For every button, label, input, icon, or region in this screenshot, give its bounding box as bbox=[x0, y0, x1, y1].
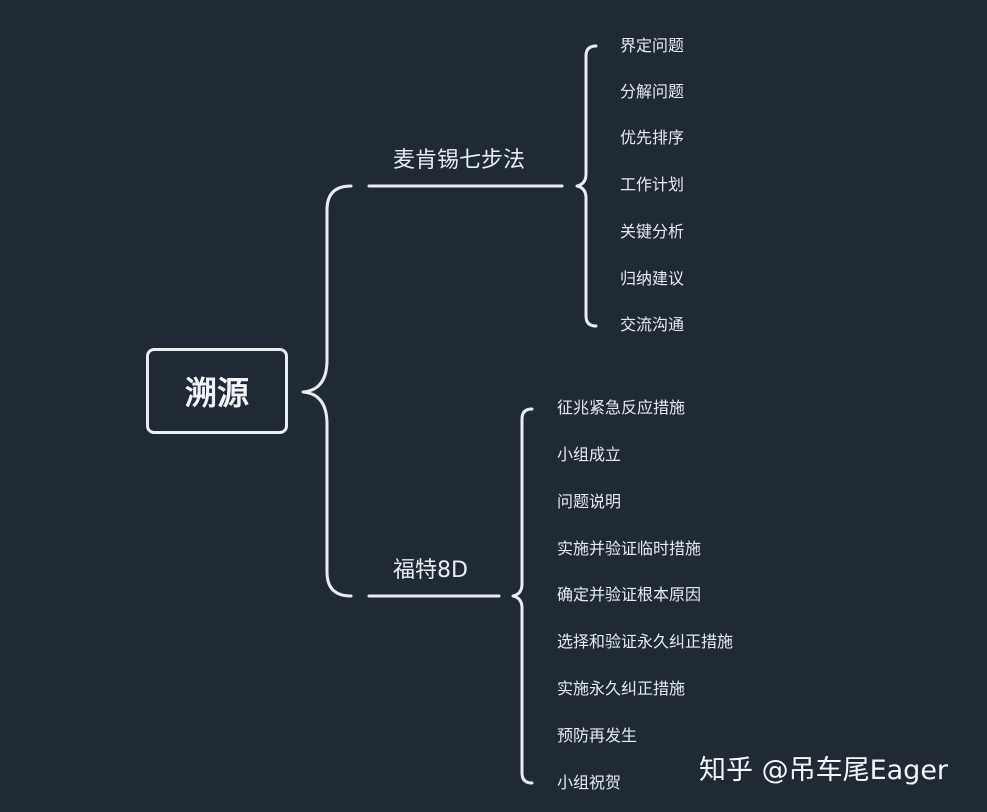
leaf-ford8d-7: 实施永久纠正措施 bbox=[557, 679, 686, 698]
leaf-ford8d-2: 小组成立 bbox=[557, 445, 622, 464]
leaf-mckinsey-5: 关键分析 bbox=[620, 222, 685, 241]
leaf-ford8d-5: 确定并验证根本原因 bbox=[557, 585, 702, 604]
branch-label-mckinsey: 麦肯锡七步法 bbox=[393, 148, 526, 173]
leaf-mckinsey-3: 优先排序 bbox=[620, 128, 685, 147]
ford8d-brace bbox=[511, 407, 534, 785]
root-brace bbox=[301, 184, 353, 598]
leaf-ford8d-1: 征兆紧急反应措施 bbox=[557, 398, 686, 417]
leaf-mckinsey-6: 归纳建议 bbox=[620, 269, 685, 288]
leaf-mckinsey-1: 界定问题 bbox=[620, 36, 685, 55]
leaf-ford8d-9: 小组祝贺 bbox=[557, 773, 622, 792]
mckinsey-brace bbox=[575, 44, 598, 328]
root-node: 溯源 bbox=[146, 348, 288, 434]
leaf-ford8d-8: 预防再发生 bbox=[557, 726, 638, 745]
leaf-ford8d-6: 选择和验证永久纠正措施 bbox=[557, 632, 734, 651]
leaf-mckinsey-4: 工作计划 bbox=[620, 175, 685, 194]
root-label: 溯源 bbox=[184, 374, 249, 412]
leaf-ford8d-4: 实施并验证临时措施 bbox=[557, 539, 702, 558]
leaf-mckinsey-2: 分解问题 bbox=[620, 82, 685, 101]
leaf-mckinsey-7: 交流沟通 bbox=[620, 315, 685, 334]
watermark: 知乎 @吊车尾Eager bbox=[699, 755, 949, 786]
branch-label-ford8d: 福特8D bbox=[393, 558, 468, 583]
leaf-ford8d-3: 问题说明 bbox=[557, 492, 622, 511]
